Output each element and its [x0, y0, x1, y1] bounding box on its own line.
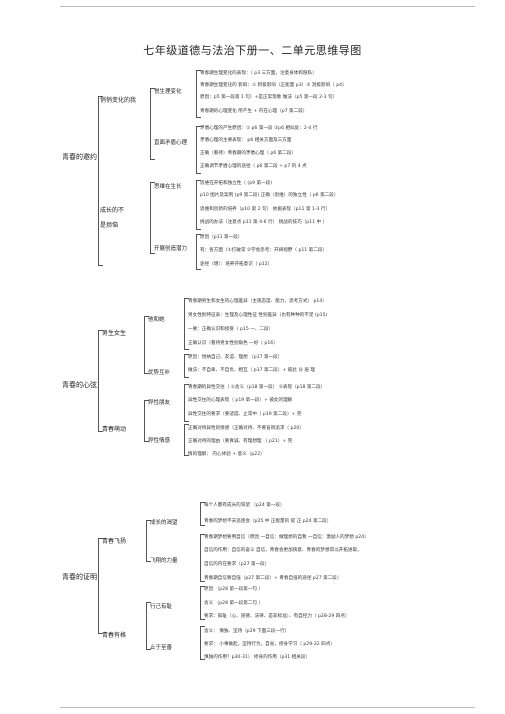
- u3-line: 要求： 小事做起，坚持行为，自省，修身学习（ p29-32 四点）: [204, 642, 335, 647]
- unit3-sub-bracket-a: [146, 520, 151, 562]
- u1-line: 有：各方面（①打破常 ②学会思考：开阔视野（ p11 第二段）: [200, 248, 328, 253]
- unit1-name: 青春的邀约: [62, 153, 97, 161]
- unit1-sub-1: 悦生理变化: [154, 89, 182, 95]
- u2-line: 异性交往的心理表现（ p19 第一段）+ 彼此的理解: [188, 398, 293, 403]
- unit2-topic-b: 青春萌动: [102, 426, 127, 433]
- u3-line: 青春期自信要自强（p27 第二段）+ 青春自强的途径 p27 第二段）: [204, 576, 342, 581]
- unit2-sub-2: 优势互补: [148, 370, 171, 376]
- unit2-leaf-bracket-4: [184, 424, 189, 456]
- u3-line: 含义： 慎独、坚持（p29 下面三段一行）: [204, 629, 290, 634]
- u3-line: 要求：知耻（心、道德、法律、是非标准）、有自控力（ p28-29 四点）: [204, 614, 350, 619]
- u1-line: 青春期生理变化的表现：（ p3 三方面，注意身体和隐私）: [200, 71, 317, 76]
- u2-line: 青春期的异性交往（ ①含义（p18 第一段） ②表现（p18 第二段）: [188, 385, 326, 390]
- unit2-sub-3: 异性朋友: [148, 400, 171, 406]
- unit2-sub-bracket-a: [144, 316, 149, 374]
- unit1-bracket: [98, 96, 103, 266]
- u3-line: 青春的梦想不去追逐会（p25 中 正能量的 提 正 p24 第二段）: [204, 519, 332, 524]
- unit1-sub-2: 直面矛盾心理: [154, 140, 188, 146]
- unit2-leaf-bracket-1: [184, 298, 189, 350]
- unit3-bracket: [98, 538, 103, 634]
- u2-line: 一要：正确认识和接受（ p15 一、二段）: [188, 327, 274, 332]
- top-rule: [60, 6, 475, 7]
- u1-line: 思维和创新的培养（p10 第 2 句） 依据表现（p11 第 1-3 行）: [200, 207, 331, 212]
- u1-line: 青春期生理变化的 影响：① 积极影响（正能量 p3）② 消极影响（ p4）: [200, 83, 347, 88]
- u3-line: 自信的作用：自信的奋斗 自信，青春会更加快意、青春的梦想得以开拓进取，: [204, 548, 362, 553]
- unit1-topic-b-2: 是烦恼: [100, 222, 119, 229]
- unit3-sub-bracket-b: [146, 602, 151, 650]
- u2-line: 正确认识（看待男女性别角色 一好（ p16）: [188, 341, 278, 346]
- unit2-name: 青春的心弦: [62, 381, 97, 389]
- unit3-name: 青春的证明: [62, 573, 97, 581]
- u2-line: 青春期男生和女生的心理差异（主观态度、能力、思考方式） p14）: [188, 299, 327, 304]
- unit2-sub-1: 他和她: [148, 317, 165, 323]
- u1-line: 原因（p11 第一段）: [200, 235, 243, 240]
- unit2-topic-a: 男生女生: [102, 330, 127, 337]
- u1-line: 矛盾心理的主要表现： p6 相关方面及三方面: [200, 138, 292, 143]
- bottom-rule: [60, 707, 475, 708]
- u2-line: 原因：悦纳自己、友谊、理想 （p17 第一段）: [188, 355, 283, 360]
- unit1-sub-bracket-b: [150, 182, 155, 254]
- u3-line: 含义 （p28 第一段第二句 ）: [204, 601, 264, 606]
- unit3-sub-2: 飞翔的力量: [150, 558, 178, 564]
- unit1-sub-3: 思维在生长: [154, 184, 182, 190]
- u2-line: 正确对待的理由（要真诚、有理想理 （ p21）+ 完: [188, 439, 293, 444]
- u2-line: 正确对待异性的情感（正确对待、不要盲目追求（ p20）: [188, 426, 304, 431]
- unit1-leaf-bracket-2: [196, 126, 201, 174]
- u1-line: 矛盾心理的产生原因：① p6 第一段 ②p6 相似处：2-4 行: [200, 126, 318, 131]
- unit3-topic-a: 青春飞扬: [102, 538, 127, 545]
- unit3-leaf-bracket-4: [200, 626, 205, 660]
- unit2-sub-4: 异性情感: [148, 438, 171, 444]
- unit2-bracket: [98, 330, 103, 432]
- u1-line: p10 图片及案例 (p9 第二段) 正确（思维）的独立性（ p6 第二段）: [200, 193, 339, 198]
- u1-line: 青春期的心理变化 所产生 + 内在心理（p7 第二段）: [200, 109, 308, 114]
- unit3-sub-4: 止于至善: [150, 645, 173, 651]
- u2-line: 做法：不自卑、不自负、相互（ p17 第二段）+ 彼此 分 层 理: [188, 368, 316, 373]
- unit1-leaf-bracket-4: [196, 234, 201, 270]
- unit2-sub-bracket-b: [144, 400, 149, 442]
- u1-line: 挑战的办法（注意点 p11 第 4-6 行） 挑战的技巧（p11 中 ）: [200, 220, 328, 225]
- unit3-sub-3: 行己有耻: [150, 604, 173, 610]
- u3-line: 青春期梦想要用自信（原因 一自信：做理想的自我 一自信：激励人的梦想 p24）: [204, 535, 369, 540]
- u3-line: 慎独的作用？p30-31） 修身的作用（p31 相关段）: [204, 655, 311, 660]
- unit2-leaf-bracket-2: [184, 354, 189, 378]
- unit2-leaf-bracket-3: [184, 384, 189, 422]
- u1-line: 原因：p5 第一段第 1 句）+是正常现象 做法（p5 第一段 2-3 句）: [200, 95, 338, 100]
- u1-line: 正确（看待）青春期的矛盾心理（ p6 第二段）: [200, 151, 297, 156]
- u2-line: 异性交往的要求（要适度、止常中（ p19 第二段）+ 完: [188, 412, 302, 417]
- unit3-leaf-bracket-3: [200, 586, 205, 620]
- u3-line: 每个人都有成长的渴望 （p24 第一段）: [204, 503, 285, 508]
- u2-line: 情的理解： 内心体验 + 意义（p22）: [188, 452, 265, 457]
- unit3-topic-b: 青春有格: [102, 632, 127, 639]
- u3-line: 原因 （p28 第一段第一句 ）: [204, 587, 264, 592]
- page-title: 七年级道德与法治下册一、二单元思维导图: [143, 44, 362, 57]
- unit1-leaf-bracket-3: [196, 180, 201, 230]
- unit1-sub-bracket-a: [150, 88, 155, 160]
- u1-line: 途径（增）：培养开拓意识（ p12）: [200, 262, 273, 267]
- u2-line: 男女性别特征表：生理及心理性征 性别差异（也有种种的不足 (p15): [188, 313, 328, 318]
- u3-line: 自信的内在要求（p27 第一段）: [204, 562, 270, 567]
- u1-line: 正确调节矛盾心理的途径（ p6 第二段 + p7 的 4 点: [200, 164, 307, 169]
- u1-line: 思维在开拓和独立性（ (p9 第一段): [200, 181, 273, 186]
- unit3-leaf-bracket-2: [200, 534, 205, 582]
- unit1-leaf-bracket-1: [196, 70, 201, 118]
- unit1-topic-b: 成长的不: [100, 207, 125, 214]
- unit1-topic-a: 悄悄变化的我: [100, 97, 137, 104]
- unit3-sub-1: 成长的渴望: [150, 520, 178, 526]
- unit3-leaf-bracket-1: [200, 502, 205, 526]
- unit1-sub-4: 开展创造潜力: [154, 246, 188, 252]
